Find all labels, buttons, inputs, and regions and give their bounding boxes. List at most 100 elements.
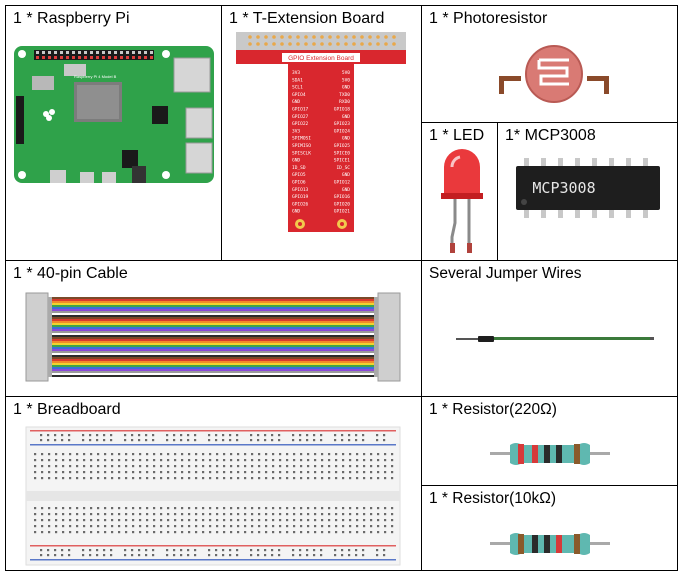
cable-wire — [48, 307, 378, 309]
breadboard-hole — [391, 477, 394, 480]
breadboard-hole — [279, 459, 282, 462]
breadboard-hole — [160, 513, 163, 516]
breadboard-hole — [48, 519, 51, 522]
breadboard-hole — [76, 465, 79, 468]
breadboard-hole — [153, 525, 156, 528]
breadboard-hole — [152, 434, 155, 437]
breadboard-hole — [313, 439, 316, 442]
breadboard-hole — [132, 525, 135, 528]
breadboard-hole — [174, 477, 177, 480]
breadboard-hole — [132, 459, 135, 462]
breadboard-hole — [181, 471, 184, 474]
extension-pin-label: TXD0 — [339, 92, 350, 98]
cable-wire — [48, 309, 378, 311]
breadboard-hole — [89, 549, 92, 552]
breadboard-hole — [286, 531, 289, 534]
breadboard-hole — [391, 471, 394, 474]
breadboard-hole — [111, 465, 114, 468]
breadboard-hole — [180, 439, 183, 442]
breadboard-hole — [278, 439, 281, 442]
breadboard-hole — [216, 459, 219, 462]
breadboard-hole — [47, 554, 50, 557]
breadboard-hole — [131, 434, 134, 437]
breadboard-hole — [96, 549, 99, 552]
breadboard-hole — [216, 513, 219, 516]
breadboard-hole — [55, 465, 58, 468]
breadboard-hole — [209, 465, 212, 468]
cell-jumper-wires: Several Jumper Wires — [421, 260, 678, 397]
breadboard-hole — [335, 459, 338, 462]
breadboard-hole — [383, 439, 386, 442]
breadboard-hole — [139, 531, 142, 534]
breadboard-hole — [41, 525, 44, 528]
breadboard-hole — [54, 549, 57, 552]
breadboard-hole — [341, 434, 344, 437]
breadboard-hole — [118, 453, 121, 456]
cable-wire — [48, 337, 378, 339]
cable-wire — [48, 327, 378, 329]
extension-pin-label: GPIO21 — [334, 209, 351, 215]
breadboard-hole — [363, 519, 366, 522]
extension-pin-label: 5V0 — [342, 77, 350, 83]
breadboard-hole — [215, 434, 218, 437]
breadboard-hole — [180, 434, 183, 437]
led-label: 1 * LED — [429, 127, 485, 144]
board-model-text: Raspberry Pi 4 Model B — [74, 74, 117, 79]
breadboard-hole — [391, 465, 394, 468]
cable-wire — [48, 369, 378, 371]
breadboard-hole — [307, 507, 310, 510]
breadboard-hole — [76, 507, 79, 510]
breadboard-hole — [110, 439, 113, 442]
cell-resistor-220: 1 * Resistor(220Ω) — [421, 396, 678, 486]
breadboard-hole — [118, 507, 121, 510]
breadboard-hole — [47, 434, 50, 437]
breadboard-hole — [250, 434, 253, 437]
extension-pin-label: SPICE0 — [334, 150, 351, 156]
breadboard-hole — [384, 465, 387, 468]
breadboard-hole — [244, 453, 247, 456]
breadboard-hole — [292, 439, 295, 442]
breadboard-hole — [152, 549, 155, 552]
breadboard-hole — [216, 465, 219, 468]
breadboard-hole — [251, 459, 254, 462]
breadboard-hole — [307, 465, 310, 468]
breadboard-hole — [377, 471, 380, 474]
breadboard-hole — [370, 531, 373, 534]
breadboard-hole — [202, 453, 205, 456]
breadboard-hole — [314, 477, 317, 480]
breadboard-hole — [90, 465, 93, 468]
breadboard-hole — [209, 531, 212, 534]
breadboard-hole — [41, 453, 44, 456]
breadboard-hole — [244, 531, 247, 534]
breadboard-hole — [82, 554, 85, 557]
breadboard-hole — [335, 477, 338, 480]
mcp3008-label: 1* MCP3008 — [505, 127, 596, 144]
breadboard-hole — [62, 519, 65, 522]
breadboard-hole — [202, 459, 205, 462]
breadboard-hole — [125, 465, 128, 468]
breadboard-hole — [188, 453, 191, 456]
breadboard-hole — [391, 459, 394, 462]
breadboard-hole — [76, 531, 79, 534]
breadboard-hole — [90, 525, 93, 528]
breadboard-hole — [110, 434, 113, 437]
breadboard-hole — [125, 453, 128, 456]
breadboard-hole — [104, 453, 107, 456]
breadboard-hole — [111, 519, 114, 522]
breadboard-hole — [306, 434, 309, 437]
breadboard-hole — [97, 471, 100, 474]
breadboard-hole — [321, 465, 324, 468]
breadboard-hole — [279, 453, 282, 456]
cable-wire — [48, 359, 378, 361]
breadboard-hole — [321, 471, 324, 474]
breadboard-hole — [55, 525, 58, 528]
breadboard-hole — [244, 513, 247, 516]
breadboard-hole — [299, 549, 302, 552]
breadboard-hole — [328, 459, 331, 462]
breadboard-hole — [265, 513, 268, 516]
breadboard-hole — [146, 513, 149, 516]
breadboard-hole — [223, 453, 226, 456]
breadboard-hole — [111, 453, 114, 456]
breadboard-hole — [222, 439, 225, 442]
